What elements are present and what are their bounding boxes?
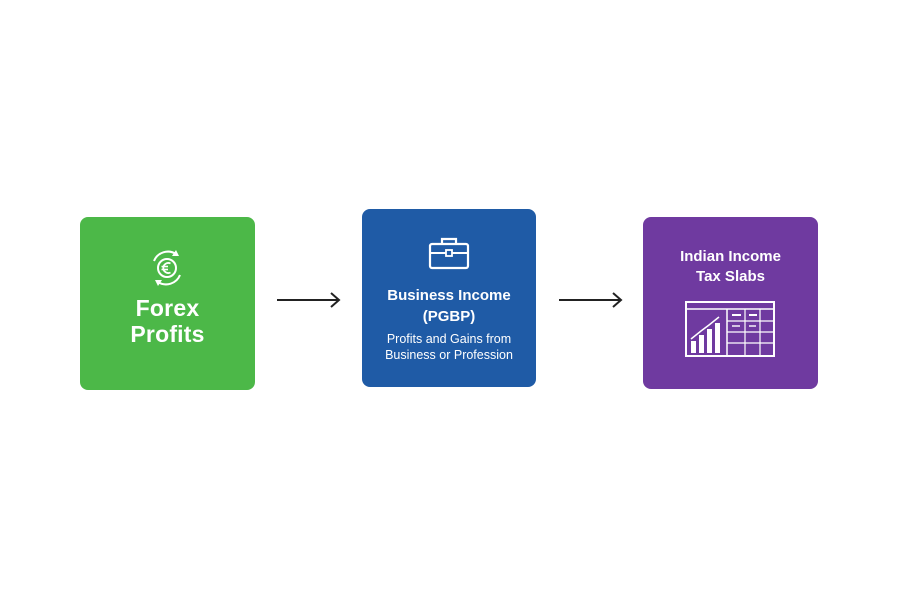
forex-profits-node: Forex Profits: [80, 217, 255, 390]
euro-exchange-icon: [153, 250, 181, 286]
business-income-node: Business Income (PGBP) Profits and Gains…: [362, 209, 536, 387]
business-desc-line2: Business or Profession: [385, 348, 513, 362]
business-desc-line1: Profits and Gains from: [386, 332, 512, 346]
tax-title-line1: Indian Income: [680, 248, 781, 265]
business-income-description: Profits and Gains from Business or Profe…: [362, 331, 536, 363]
business-title-line1: Business Income: [387, 287, 511, 304]
arrow-right-icon: [277, 292, 341, 308]
briefcase-icon: [428, 237, 470, 270]
chart-table-icon: [685, 301, 775, 357]
tax-slabs-node: Indian Income Tax Slabs: [643, 217, 818, 389]
business-title-line2: (PGBP): [422, 308, 476, 325]
forex-title-line2: Profits: [130, 321, 205, 347]
tax-slabs-title: Indian Income Tax Slabs: [643, 247, 818, 287]
forex-title: Forex Profits: [80, 295, 255, 347]
arrow-right-icon: [559, 292, 623, 308]
business-income-title: Business Income (PGBP): [362, 285, 536, 327]
forex-title-line1: Forex: [135, 295, 200, 321]
tax-title-line2: Tax Slabs: [696, 268, 765, 285]
